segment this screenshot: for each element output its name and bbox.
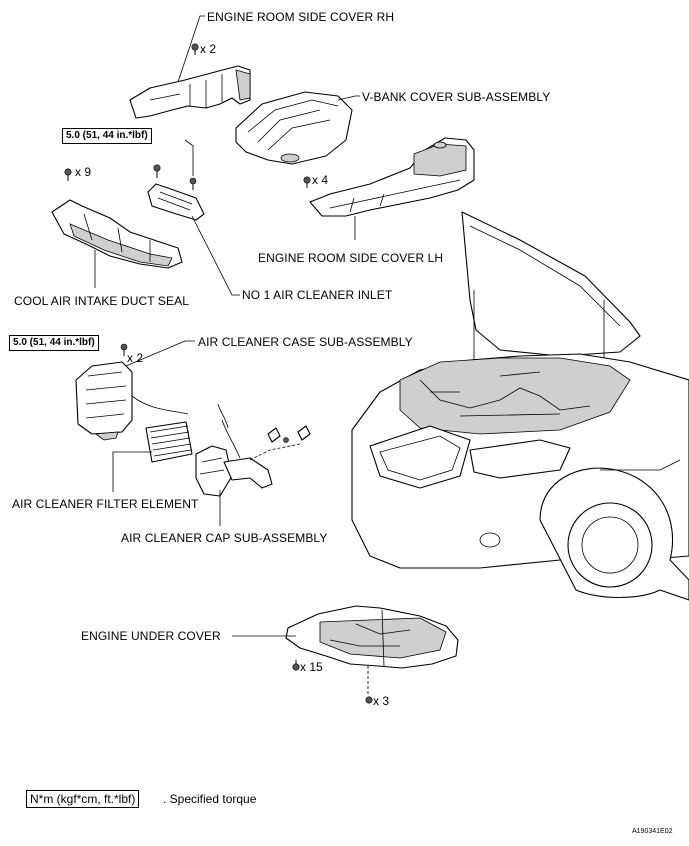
label-v-bank-cover: V-BANK COVER SUB-ASSEMBLY [362, 90, 551, 104]
label-engine-room-side-cover-lh: ENGINE ROOM SIDE COVER LH [258, 251, 444, 265]
clip-icon [153, 164, 161, 178]
quantity-lh-cover-clips: x 4 [312, 173, 329, 187]
clip-icon [303, 176, 311, 188]
label-cool-air-intake-duct-seal: COOL AIR INTAKE DUCT SEAL [14, 294, 189, 308]
quantity-duct-seal-clips: x 9 [75, 165, 92, 179]
air-cleaner-cap-part [195, 403, 273, 497]
bolt-icon [120, 343, 128, 356]
engine-room-side-cover-rh-part [129, 65, 251, 119]
quantity-under-cover-clips: x 15 [300, 660, 323, 674]
air-cleaner-case-part [75, 361, 189, 441]
no1-air-cleaner-inlet-part [147, 183, 205, 221]
label-air-cleaner-filter-element: AIR CLEANER FILTER ELEMENT [12, 497, 199, 511]
quantity-rh-cover-clips: x 2 [200, 42, 217, 56]
cool-air-intake-duct-seal-part [51, 199, 183, 269]
engine-room-side-cover-lh-part [309, 137, 475, 217]
label-engine-under-cover: ENGINE UNDER COVER [81, 629, 221, 643]
label-engine-room-side-cover-rh: ENGINE ROOM SIDE COVER RH [207, 10, 395, 24]
engine-under-cover-part [285, 605, 459, 669]
air-cleaner-filter-element-part [145, 421, 193, 463]
quantity-case-bolts: x 2 [127, 351, 144, 365]
label-air-cleaner-case: AIR CLEANER CASE SUB-ASSEMBLY [198, 335, 413, 349]
legend-specified-torque-text: . Specified torque [163, 792, 257, 806]
bolt-icon [189, 177, 197, 190]
legend-torque-unit-box: N*m (kgf*cm, ft.*lbf) [26, 790, 140, 808]
bolt-icon [365, 696, 373, 704]
clip-icon [191, 43, 199, 55]
clip-icon [64, 168, 72, 181]
quantity-under-cover-bolts: x 3 [373, 694, 390, 708]
figure-id: A190341E02 [632, 828, 673, 835]
v-bank-cover-part [235, 91, 353, 165]
torque-spec-case-bolt: 5.0 (51, 44 in.*lbf) [9, 335, 99, 351]
torque-spec-inlet-bolt: 5.0 (51, 44 in.*lbf) [62, 128, 152, 144]
label-air-cleaner-cap: AIR CLEANER CAP SUB-ASSEMBLY [121, 531, 328, 545]
vehicle-front-body [351, 211, 689, 601]
clip-icon [292, 660, 300, 671]
label-no1-air-cleaner-inlet: NO 1 AIR CLEANER INLET [242, 288, 393, 302]
clip-icon [267, 425, 311, 443]
